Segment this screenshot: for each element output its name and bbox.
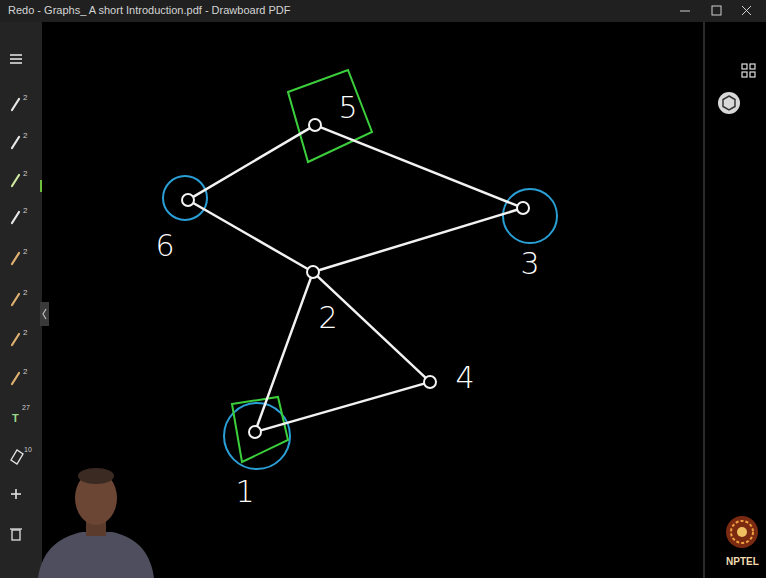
toolbar	[0, 22, 42, 578]
collapse-tab	[40, 302, 49, 326]
presenter	[38, 468, 154, 578]
graph-vertex: 5	[308, 118, 322, 132]
add-icon	[11, 489, 21, 499]
toolbar-badge: 2	[23, 94, 27, 102]
active-marker	[40, 180, 42, 192]
panel-divider	[704, 22, 705, 578]
toolbar-badge: 2	[23, 170, 27, 178]
graph-edge	[262, 384, 424, 430]
toolbar-badge: 2	[23, 329, 27, 337]
toolbar-badge: 27	[22, 404, 30, 411]
graph-vertex: 2	[306, 265, 320, 279]
vertex-number: 2	[318, 303, 337, 333]
vertex-number: 4	[455, 363, 474, 393]
eraser-icon	[11, 450, 23, 464]
toolbar-badge: 2	[23, 289, 27, 297]
menu-icon	[10, 55, 22, 63]
settings-icon	[718, 92, 740, 114]
graph-vertex: 6	[181, 193, 195, 207]
collapse-arrow	[43, 309, 46, 319]
graph-vertex: 4	[423, 375, 437, 389]
toolbar-badge: 2	[23, 368, 27, 376]
toolbar-badge: 2	[23, 248, 27, 256]
graph-vertex: 1	[248, 425, 262, 439]
vertex-number: 3	[520, 249, 539, 279]
nptel-emblem	[726, 516, 758, 548]
vertex-number: 5	[338, 93, 357, 123]
vertex-number: 6	[155, 231, 174, 261]
highlight-square	[232, 397, 288, 462]
pen-icons	[12, 99, 19, 384]
highlight-circle	[163, 176, 207, 220]
graph-vertex: 3	[516, 201, 530, 215]
trash-icon	[10, 529, 22, 540]
graph-edge	[257, 279, 310, 426]
window-title: Redo - Graphs_ A short Introduction.pdf …	[8, 5, 290, 16]
window-controls	[680, 6, 751, 15]
graph-edge	[194, 203, 307, 268]
graph-edge	[318, 277, 425, 377]
highlight-square	[288, 70, 372, 162]
title-bar	[0, 0, 766, 22]
graph-edge	[320, 210, 517, 270]
toolbar-badge: 2	[23, 207, 27, 215]
toolbar-badge: 10	[24, 446, 32, 453]
grid-icon	[742, 64, 755, 77]
highlight-circle	[503, 189, 557, 243]
toolbar-badge: 2	[23, 132, 27, 140]
toolbar-badge: T	[12, 413, 19, 424]
logo-text: NPTEL	[726, 557, 759, 567]
vertex-number: 1	[235, 477, 254, 507]
graph-edge	[322, 128, 517, 206]
graph-edge	[194, 129, 309, 197]
settings-hexagon	[723, 96, 735, 110]
